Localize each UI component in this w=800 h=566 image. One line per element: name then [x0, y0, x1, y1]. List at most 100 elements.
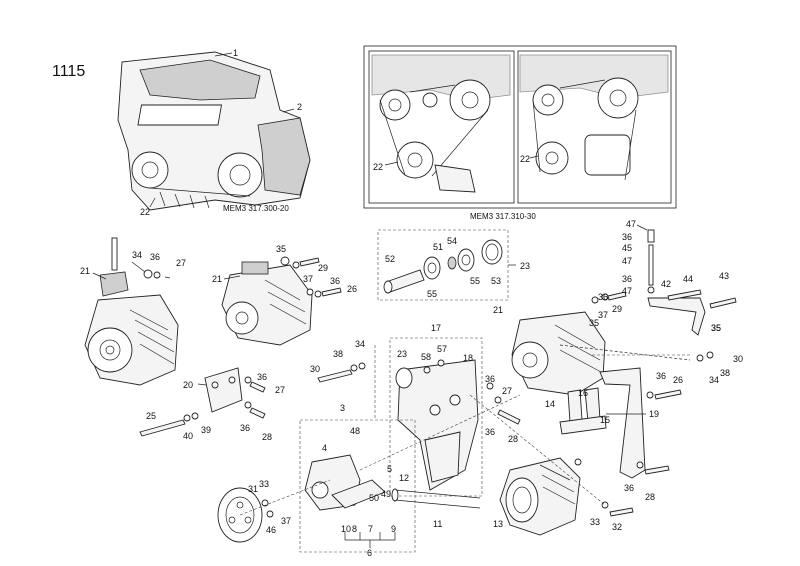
callout: 3 — [340, 403, 345, 413]
bearing-kit — [377, 229, 516, 301]
alternator-middle — [221, 256, 342, 346]
callout: 25 — [146, 411, 156, 421]
callout: 23 — [520, 261, 530, 271]
callout: 37 — [303, 274, 313, 284]
callout: 35 — [711, 323, 721, 333]
callout: 36 — [485, 374, 495, 384]
callout: 8 — [352, 524, 357, 534]
callout: 7 — [368, 524, 373, 534]
callout: 18 — [463, 353, 473, 363]
callout: 12 — [399, 473, 409, 483]
tension-rod-assembly — [636, 224, 737, 336]
callout: 10 — [341, 524, 351, 534]
alternator-right — [511, 291, 714, 400]
callout: 29 — [612, 304, 622, 314]
callout: 36 — [622, 232, 632, 242]
callout: 28 — [508, 434, 518, 444]
callout: 35 — [711, 323, 721, 333]
callout: 51 — [433, 242, 443, 252]
callout: 36 — [150, 252, 160, 262]
callout: 35 — [589, 318, 599, 328]
callout: 21 — [493, 305, 503, 315]
callout: 36 — [240, 423, 250, 433]
belt-caption: MEM3 317.310-30 — [470, 212, 536, 221]
callout: 16 — [578, 388, 588, 398]
callout: 27 — [502, 386, 512, 396]
callout: 30 — [310, 364, 320, 374]
page-number: 1115 — [52, 63, 85, 80]
callout: 29 — [318, 263, 328, 273]
callout: 21 — [80, 266, 90, 276]
callout: 38 — [333, 349, 343, 359]
callout: 30 — [733, 354, 743, 364]
callout: 36 — [656, 371, 666, 381]
idler-bracket — [317, 337, 521, 497]
callout: 36 — [598, 292, 608, 302]
callout: 45 — [622, 243, 632, 253]
callout: 37 — [598, 310, 608, 320]
callout: 27 — [275, 385, 285, 395]
callout: 33 — [259, 479, 269, 489]
callout: 55 — [470, 276, 480, 286]
callout: 4 — [322, 443, 327, 453]
engine-assembly — [117, 51, 311, 211]
callout: 43 — [719, 271, 729, 281]
callout: 19 — [649, 409, 659, 419]
callout: 5 — [387, 464, 392, 474]
alternator-left — [84, 237, 179, 386]
callout: 26 — [673, 375, 683, 385]
callout: 52 — [385, 254, 395, 264]
callout: 53 — [491, 276, 501, 286]
callout: 55 — [427, 289, 437, 299]
callout: 31 — [248, 484, 258, 494]
callout: 20 — [183, 380, 193, 390]
belt-detail-frame — [363, 45, 677, 209]
callout: 21 — [212, 274, 222, 284]
callout: 44 — [683, 274, 693, 284]
callout: 1 — [233, 48, 238, 58]
ac-compressor — [499, 457, 582, 536]
callout: 47 — [626, 219, 636, 229]
callout: 39 — [201, 425, 211, 435]
callout: 36 — [624, 483, 634, 493]
callout: 47 — [622, 286, 632, 296]
callout: 47 — [622, 256, 632, 266]
callout: 34 — [132, 250, 142, 260]
callout: 28 — [645, 492, 655, 502]
callout: 11 — [433, 519, 442, 529]
callout: 33 — [590, 517, 600, 527]
callout: 6 — [367, 548, 372, 558]
callout: 48 — [350, 426, 360, 436]
callout: 40 — [183, 431, 193, 441]
callout: 57 — [437, 344, 447, 354]
callout: 26 — [347, 284, 357, 294]
callout: 15 — [600, 415, 610, 425]
callout: 23 — [397, 349, 407, 359]
callout: 35 — [276, 244, 286, 254]
callout: 54 — [447, 236, 457, 246]
callout: 22 — [520, 154, 530, 164]
callout: 13 — [493, 519, 503, 529]
callout: 34 — [355, 339, 365, 349]
callout: 36 — [485, 427, 495, 437]
callout: 36 — [330, 276, 340, 286]
callout: 42 — [661, 279, 671, 289]
callout: 50 — [369, 493, 379, 503]
callout: 34 — [709, 375, 719, 385]
callout: 9 — [391, 524, 396, 534]
callout: 27 — [176, 258, 186, 268]
callout: 32 — [612, 522, 622, 532]
callout: 46 — [266, 525, 276, 535]
engine-caption: MEM3 317.300-20 — [223, 204, 289, 213]
callout: 22 — [373, 162, 383, 172]
callout: 58 — [421, 352, 431, 362]
callout: 38 — [720, 368, 730, 378]
callout: 37 — [281, 516, 291, 526]
callout: 22 — [140, 207, 150, 217]
callout: 14 — [545, 399, 555, 409]
callout: 28 — [262, 432, 272, 442]
callout: 36 — [622, 274, 632, 284]
clamp-and-bracket — [559, 367, 670, 517]
callout: 17 — [431, 323, 441, 333]
